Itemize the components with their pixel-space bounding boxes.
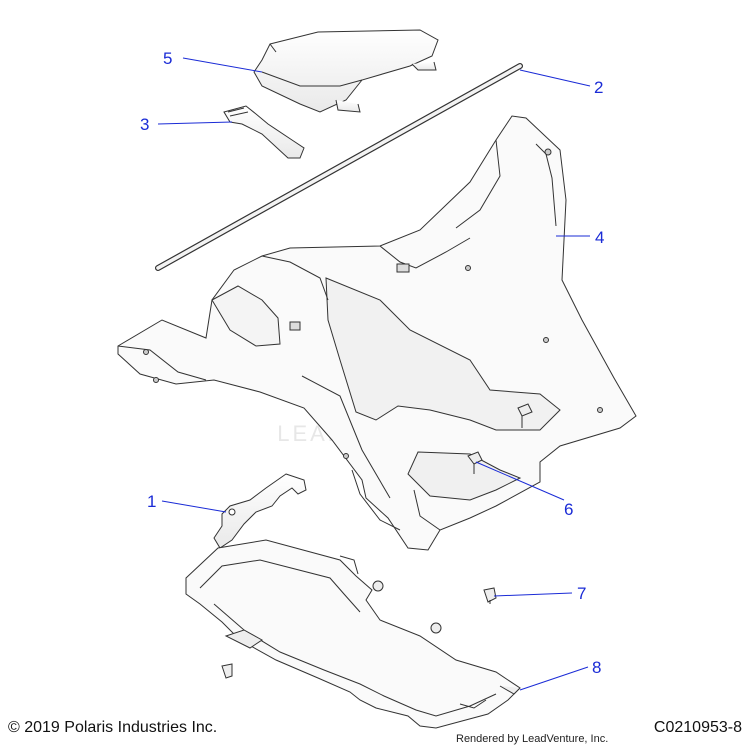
copyright-text: © 2019 Polaris Industries Inc. — [8, 719, 218, 736]
part-2-rod — [155, 63, 523, 271]
leader-line-7 — [493, 592, 573, 597]
callout-6: 6 — [564, 500, 574, 519]
leader-line-8 — [519, 666, 589, 691]
part-4-rear-panel — [117, 115, 637, 551]
callout-5: 5 — [163, 49, 173, 68]
part-5-seat-cover — [253, 29, 439, 113]
part-1-bracket — [213, 473, 307, 549]
part-3-strap — [223, 105, 305, 159]
leader-line-3 — [157, 121, 233, 125]
callout-3: 3 — [140, 115, 150, 134]
callout-4: 4 — [595, 228, 605, 247]
leader-line-1 — [161, 500, 227, 513]
callout-1: 1 — [147, 492, 157, 511]
rendered-by-text: Rendered by LeadVenture, Inc. — [456, 733, 609, 745]
part-7-fastener — [483, 587, 497, 604]
leader-line-5 — [182, 57, 263, 73]
callout-2: 2 — [594, 78, 604, 97]
callout-8: 8 — [592, 658, 602, 677]
leader-line-6 — [475, 461, 565, 501]
drawing-id: C0210953-8 — [653, 719, 742, 736]
leader-line-2 — [519, 69, 591, 87]
part-6-push-rivet — [467, 403, 533, 474]
part-8-lower-tray — [185, 539, 521, 729]
leader-lines — [157, 57, 591, 691]
callout-7: 7 — [577, 584, 587, 603]
